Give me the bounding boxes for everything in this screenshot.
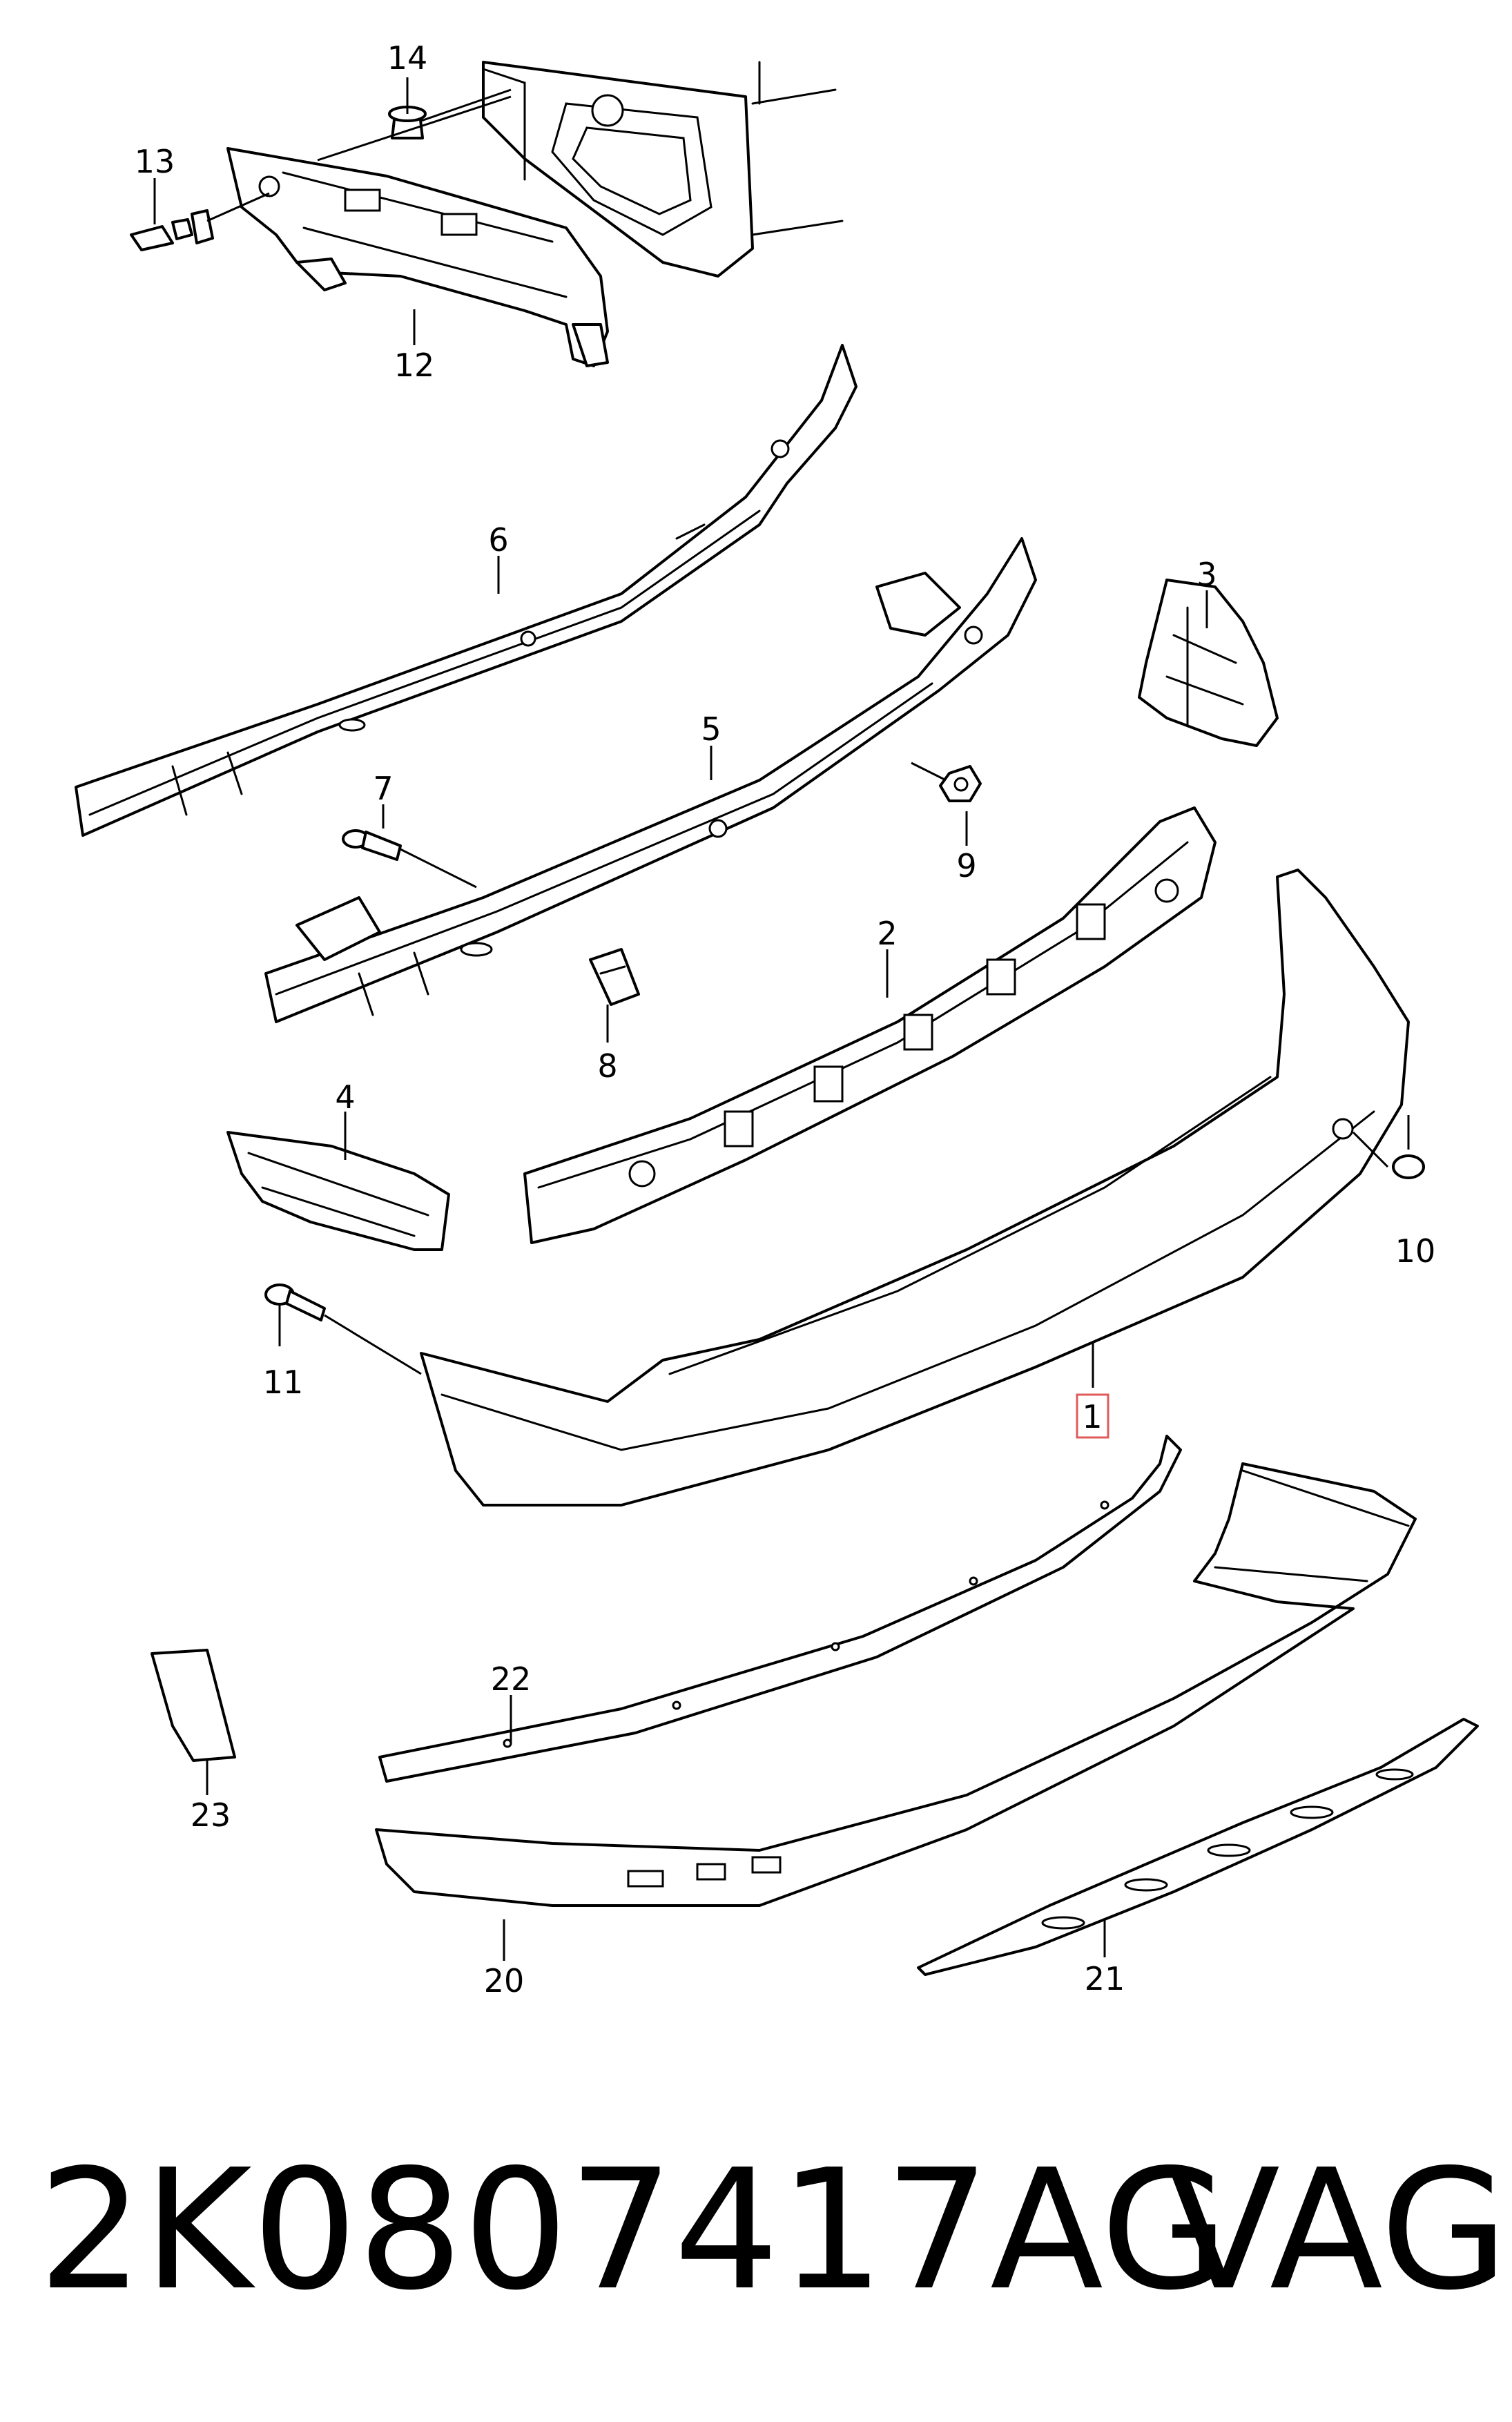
callout-10: 10	[1395, 1232, 1436, 1270]
cover-part-23	[151, 1649, 236, 1762]
highlight-box-callout-1	[1076, 1393, 1109, 1439]
part-number-caption: 2K0807417AG	[38, 2133, 1229, 2327]
callout-labels: 1 2 3 4 5 6 7 8 9 10 11 12 13 14 20 21 2…	[135, 39, 1436, 1999]
side-bracket-part-3	[1138, 579, 1279, 747]
brand-caption: VAG	[1167, 2133, 1509, 2327]
trim-strip-part-22	[378, 1435, 1182, 1783]
screw-part-11	[264, 1283, 326, 1321]
clip-part-13	[130, 209, 214, 251]
callout-7: 7	[373, 770, 393, 807]
callout-1: 1	[1082, 1398, 1102, 1435]
reinforcement-bar-part-6	[75, 344, 857, 837]
callout-22: 22	[491, 1660, 532, 1698]
callout-5: 5	[701, 710, 721, 748]
clip-part-8	[589, 948, 640, 1006]
callout-13: 13	[135, 143, 175, 180]
bumper-cover-part-1	[420, 869, 1410, 1507]
reinforcement-bar-part-5	[264, 537, 1037, 1023]
callout-8: 8	[597, 1047, 617, 1085]
cap-part-10	[1392, 1115, 1425, 1179]
callout-3: 3	[1196, 556, 1217, 593]
energy-absorber-part-2	[523, 806, 1217, 1244]
diffuser-part-21	[917, 1718, 1479, 1976]
callout-2: 2	[877, 915, 897, 952]
parts-diagram: 1 2 3 4 5 6 7 8 9 10 11 12 13 14 20 21 2…	[75, 39, 1479, 1999]
callout-20: 20	[484, 1962, 525, 1999]
body-panel-section	[482, 61, 844, 278]
bracket-part-12	[226, 147, 609, 367]
side-guide-part-4	[226, 1131, 450, 1251]
nut-part-9	[939, 765, 982, 802]
callout-11: 11	[263, 1364, 304, 1401]
callout-23: 23	[191, 1796, 231, 1834]
lower-bumper-part-20	[375, 1462, 1417, 1907]
leader-lines	[153, 77, 1389, 1961]
callout-9: 9	[956, 847, 976, 884]
callout-14: 14	[387, 39, 428, 77]
callout-21: 21	[1085, 1960, 1125, 1997]
bolt-part-7	[342, 829, 402, 861]
callout-6: 6	[488, 521, 508, 559]
callout-12: 12	[394, 347, 435, 384]
callout-4: 4	[335, 1078, 355, 1116]
